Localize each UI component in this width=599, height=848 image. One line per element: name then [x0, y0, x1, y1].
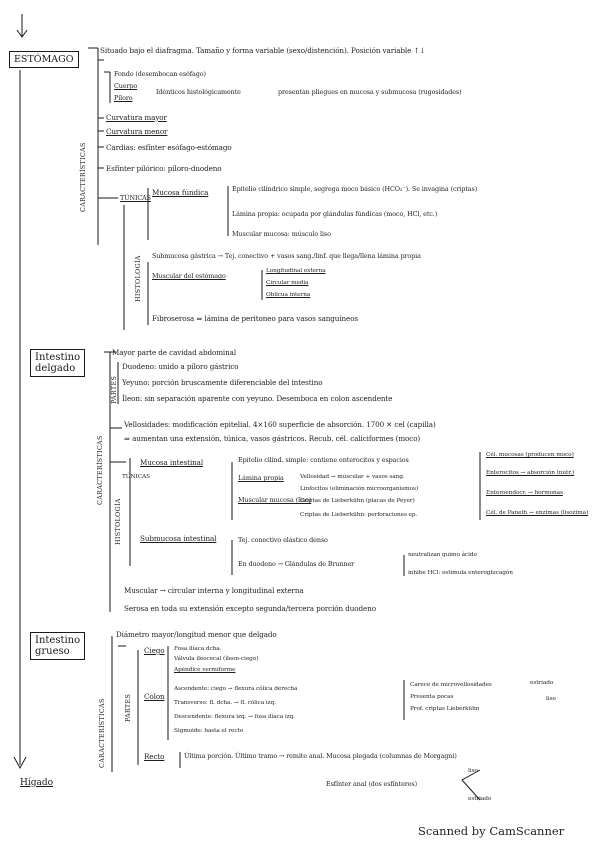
grueso-caracteristicas-label: CARACTERÍSTICAS	[98, 698, 106, 768]
section-title-intestino-grueso: Intestino grueso	[30, 632, 86, 660]
delgado-mayor-parte: Mayor parte de cavidad abdominal	[112, 348, 237, 357]
delgado-lamina: Lámina propia	[238, 474, 284, 482]
grueso-carece-1: Carece de microvellosidades	[410, 682, 492, 688]
section-title-estomago: ESTÓMAGO	[9, 51, 79, 68]
intestino-delgado-title-l2: delgado	[35, 363, 76, 374]
estomago-muscular-ext: Muscular del estómago	[152, 272, 226, 280]
grueso-ciego-item-3: Apéndice vermiforme	[174, 667, 236, 673]
grueso-colon-item-1: Ascendente: ciego → flexura cólica derec…	[174, 686, 298, 692]
estomago-pliegues: presentan pliegues en mucosa y submucosa…	[278, 88, 462, 96]
grueso-recto-text: Última porción. Último tramo → remite an…	[184, 752, 457, 760]
estomago-capa-circular: Circular media	[266, 280, 309, 286]
delgado-partes-label: PARTES	[110, 375, 118, 404]
estomago-parte-fondo: Fondo (desembocan esófago)	[114, 70, 206, 78]
grueso-estriado-2: estriado	[468, 796, 492, 802]
delgado-lamina-item-1: Vellosidad → muscular + vasos sang.	[300, 474, 405, 480]
delgado-duodeno-glandulas: En duodeno → Glándulas de Brunner	[238, 560, 355, 568]
grueso-carece-2: Presenta pocas	[410, 694, 454, 700]
delgado-celula-paneth: Cél. de Paneth → enzimas (lisozima)	[486, 510, 589, 516]
delgado-vellosidades: Vellosidades: modificación epitelial. 4×…	[124, 420, 436, 429]
grueso-diametro: Diámetro mayor/longitud menor que delgad…	[116, 630, 277, 639]
estomago-caracteristicas-label: CARACTERÍSTICAS	[79, 142, 87, 212]
estomago-capa-longitudinal: Longitudinal externa	[266, 268, 326, 274]
estomago-capa-oblicua: Oblicua interna	[266, 292, 311, 298]
delgado-criptas: Criptas de Lieberkühn: perforaciones ep.	[300, 512, 418, 518]
estomago-epitelio: Epitelio cilíndrico simple, segrega moco…	[232, 185, 478, 193]
higado-label: Hígado	[20, 778, 54, 788]
delgado-celula-enterocito: Enterocitos → absorción (nutr.)	[486, 470, 575, 476]
delgado-brunner-item-2: inhibe HCl: estimula enteroglucagón	[408, 570, 513, 576]
estomago-lamina: Lámina propia: ocupada por glándulas fún…	[232, 210, 438, 218]
estomago-situacion: Situado bajo el diafragma. Tamaño y form…	[100, 46, 426, 55]
grueso-carece-3: Prof. criptas Lieberkühn	[410, 706, 480, 712]
delgado-caracteristicas-label: CARACTERÍSTICAS	[96, 435, 104, 505]
estomago-esfinter-pilorico: Esfínter pilórico: píloro-duodeno	[106, 164, 222, 173]
grueso-liso-2: liso	[468, 768, 478, 774]
delgado-histologia-label: HISTOLOGÍA	[114, 498, 122, 545]
section-title-intestino-delgado: Intestino delgado	[30, 349, 86, 377]
grueso-ciego: Ciego	[144, 646, 165, 655]
delgado-epitelio: Epitelio cilínd. simple: contiene entero…	[238, 456, 409, 464]
grueso-recto: Recto	[144, 752, 165, 761]
delgado-celula-enteroendocrina: Enteroendocr. → hormonas	[486, 490, 563, 496]
delgado-celula-mucosa: Cél. mucosas (producen moco)	[486, 452, 574, 458]
estomago-parte-piloro: Píloro	[114, 94, 133, 102]
grueso-colon: Colon	[144, 692, 165, 701]
delgado-tunicas-label: TÚNICAS	[122, 474, 151, 480]
camscanner-footer: Scanned by CamScanner	[418, 824, 565, 838]
estomago-parte-cuerpo: Cuerpo	[114, 82, 138, 90]
estomago-cardias: Cardias: esfínter esófago-estómago	[106, 143, 232, 152]
delgado-tej-conectivo: Tej. conectivo elástico denso	[238, 536, 328, 544]
intestino-grueso-title-l2: grueso	[35, 646, 70, 657]
estomago-submucosa: Submucosa gástrica → Tej. conectivo + va…	[152, 252, 421, 260]
delgado-yeyuno: Yeyuno: porción bruscamente diferenciabl…	[122, 378, 323, 387]
delgado-aumentan: ⇒ aumentan una extensión, túnica, vasos …	[124, 434, 421, 443]
grueso-partes-label: PARTES	[124, 693, 132, 722]
estomago-curvatura-menor: Curvatura menor	[106, 127, 168, 136]
intestino-delgado-title-l1: Intestino	[35, 352, 81, 363]
grueso-liso: liso	[546, 696, 556, 702]
grueso-colon-item-2: Transverso: fl. dcha. → fl. cólica izq.	[174, 700, 276, 706]
delgado-ileon: Íleon: sin separación aparente con yeyun…	[122, 394, 393, 403]
grueso-ciego-item-2: Válvula ileocecal (íleon-ciego)	[174, 656, 259, 662]
estomago-fibroserosa: Fibroserosa ⇒ lámina de peritoneo para v…	[152, 314, 359, 323]
estomago-mucosa: Mucosa fúndica	[152, 188, 209, 197]
delgado-lamina-item-2: Linfocitos (eliminación microorganismos)	[300, 486, 418, 492]
delgado-submucosa: Submucosa intestinal	[140, 534, 217, 543]
estomago-histologia-label: HISTOLOGÍA	[134, 255, 142, 302]
intestino-grueso-title-l1: Intestino	[35, 635, 81, 646]
grueso-colon-item-3: Descendente: flexura izq. → fosa ilíaca …	[174, 714, 295, 720]
estomago-curvatura-mayor: Curvatura mayor	[106, 113, 167, 122]
grueso-estriado: estriado	[530, 680, 554, 686]
grueso-ciego-item-1: Fosa ilíaca dcha.	[174, 646, 222, 652]
delgado-duodeno: Duodeno: unido a píloro gástrico	[122, 362, 239, 371]
delgado-muscular: Muscular → circular interna y longitudin…	[124, 586, 304, 595]
delgado-muscular-mucosa: Muscular mucosa (liso)	[238, 496, 312, 504]
delgado-brunner-item-1: neutralizan quimo ácido	[408, 552, 477, 558]
grueso-esfinteres: Esfínter anal (dos esfínteres)	[326, 780, 418, 788]
estomago-tunicas-label: TÚNICAS	[120, 194, 151, 202]
estomago-identicos: Idénticos histológicamente	[156, 88, 241, 96]
estomago-muscular-mucosa: Muscular mucosa: músculo liso	[232, 230, 331, 238]
delgado-lamina-item-3: Criptas de Lieberkühn (placas de Peyer)	[300, 498, 415, 504]
delgado-serosa: Serosa en toda su extensión excepto segu…	[124, 604, 376, 613]
grueso-colon-item-4: Sigmoide: hasta el recto	[174, 728, 244, 734]
delgado-mucosa: Mucosa intestinal	[140, 458, 204, 467]
